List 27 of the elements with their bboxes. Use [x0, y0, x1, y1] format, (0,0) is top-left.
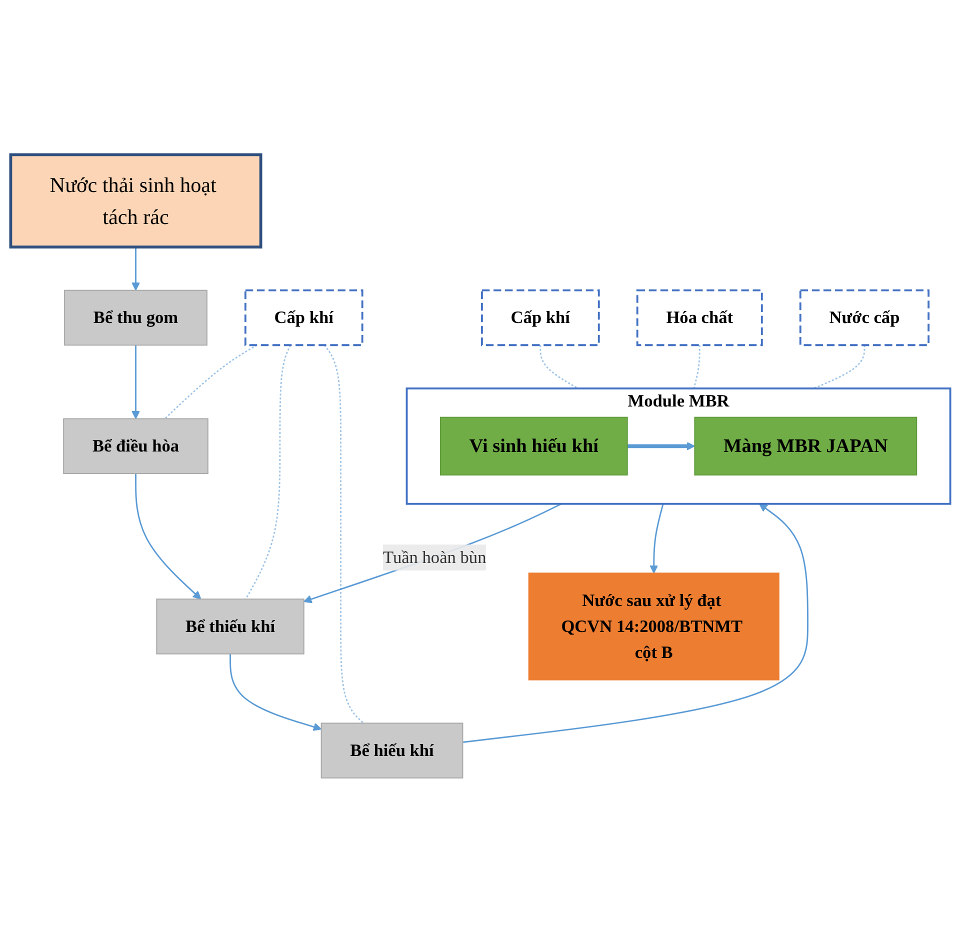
arrow: [135, 473, 202, 600]
node-box: Bể thu gom: [64, 290, 208, 346]
connector: [245, 344, 292, 600]
node-box: Hóa chất: [636, 289, 763, 346]
node-box: Bể hiếu khí: [320, 722, 464, 778]
node-box: Nước cấp: [799, 289, 930, 346]
connector: [540, 344, 578, 389]
arrow: [132, 344, 140, 419]
arrow: [132, 246, 140, 290]
node-box: Vi sinh hiếu khí: [440, 416, 628, 476]
arrow: [462, 503, 808, 743]
edge-label: Tuần hoàn bùn: [382, 547, 486, 566]
node-box: Cấp khí: [244, 289, 364, 346]
connector: [813, 344, 866, 389]
arrow: [650, 503, 664, 574]
connector: [693, 344, 700, 388]
connector: [324, 344, 364, 724]
node-box: Màng MBR JAPAN: [694, 416, 918, 476]
connector: [164, 344, 258, 419]
node-box: Cấp khí: [480, 289, 600, 346]
arrow: [627, 442, 696, 450]
node-box: Bể thiếu khí: [156, 598, 304, 654]
node-box: Bể điều hòa: [63, 418, 208, 474]
node-box: Nước sau xử lý đạt QCVN 14:2008/BTNMT cột B: [528, 572, 780, 680]
node-box: Nước thải sinh hoạt tách rác: [9, 152, 262, 248]
arrow: [304, 502, 562, 603]
arrow: [230, 654, 322, 731]
